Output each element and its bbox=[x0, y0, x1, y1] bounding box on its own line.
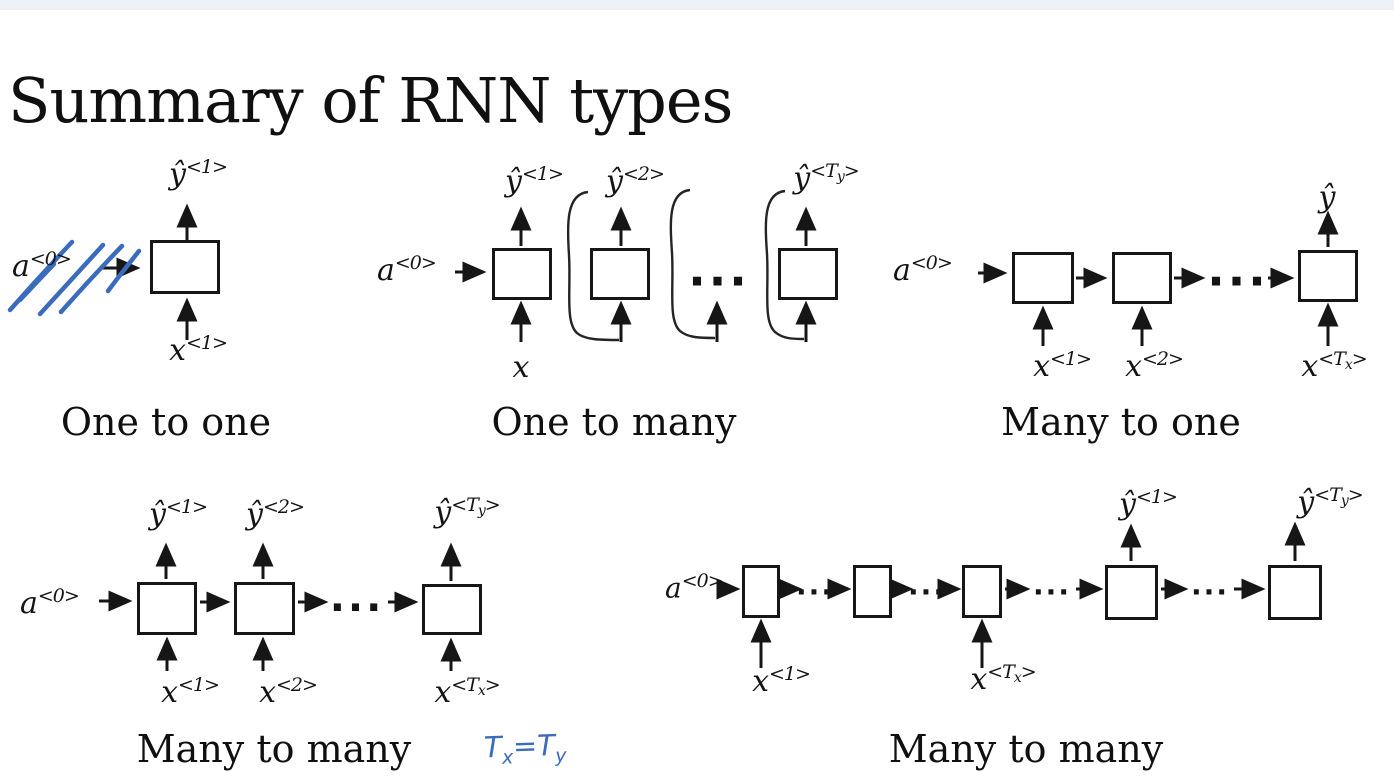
rnn-cell bbox=[422, 584, 482, 635]
label-yhat1: ŷ<1> bbox=[169, 156, 228, 192]
rnn-cell bbox=[590, 248, 650, 300]
label-yhat-ty: ŷ<Ty> bbox=[793, 160, 859, 196]
label-a0: a<0> bbox=[20, 585, 80, 621]
ellipsis: ··· bbox=[796, 575, 834, 609]
caption-one-to-one: One to one bbox=[60, 400, 272, 444]
label-yhat: ŷ bbox=[1318, 180, 1336, 215]
label-a0: a<0> bbox=[893, 252, 953, 288]
window-top-bar bbox=[0, 0, 1394, 10]
label-x-tx: x<Tx> bbox=[1301, 348, 1367, 384]
label-yhat1: ŷ<1> bbox=[1119, 486, 1178, 522]
ellipsis: ··· bbox=[1191, 575, 1229, 609]
rnn-cell bbox=[492, 248, 552, 300]
ellipsis: ··· bbox=[329, 585, 385, 631]
rnn-cell bbox=[1105, 565, 1158, 620]
ellipsis: ··· bbox=[908, 575, 946, 609]
caption-many-to-one: Many to one bbox=[1001, 400, 1241, 444]
rnn-cell bbox=[1012, 252, 1074, 304]
label-yhat1: ŷ<1> bbox=[505, 163, 564, 199]
label-yhat-ty: ŷ<Ty> bbox=[434, 494, 500, 530]
caption-many-to-many-unequal: Many to many bbox=[888, 727, 1164, 771]
slide-title: Summary of RNN types bbox=[8, 63, 733, 137]
caption-many-to-many-equal: Many to many bbox=[136, 727, 412, 771]
label-a0: a<0> bbox=[377, 252, 437, 288]
rnn-cell bbox=[137, 582, 197, 635]
label-a0: a<0> bbox=[12, 248, 72, 284]
rnn-cell bbox=[853, 565, 892, 618]
rnn-cell bbox=[150, 240, 220, 294]
label-x-tx: x<Tx> bbox=[434, 674, 500, 710]
label-x1: x<1> bbox=[169, 332, 228, 368]
label-x-tx: x<Tx> bbox=[970, 661, 1036, 697]
rnn-cell bbox=[1268, 565, 1322, 620]
label-x1: x<1> bbox=[161, 674, 220, 710]
label-a0: a<0> bbox=[665, 570, 724, 605]
ellipsis: ··· bbox=[1207, 254, 1269, 308]
rnn-cell bbox=[1112, 252, 1172, 304]
label-x: x bbox=[512, 350, 530, 385]
label-x2: x<2> bbox=[1125, 348, 1184, 384]
rnn-cell bbox=[742, 565, 780, 618]
label-yhat2: ŷ<2> bbox=[606, 163, 665, 199]
label-x1: x<1> bbox=[752, 663, 811, 699]
label-yhat2: ŷ<2> bbox=[246, 496, 305, 532]
pen-annotation-tx-equals-ty: Tx=Ty bbox=[483, 727, 567, 769]
label-yhat-ty: ŷ<Ty> bbox=[1297, 484, 1363, 520]
rnn-cell bbox=[778, 248, 838, 300]
pen-stroke bbox=[105, 248, 142, 294]
caption-one-to-many: One to many bbox=[491, 400, 737, 444]
ellipsis: ··· bbox=[688, 254, 750, 308]
rnn-cell bbox=[234, 582, 295, 635]
ellipsis: ··· bbox=[1033, 575, 1071, 609]
rnn-cell bbox=[962, 565, 1002, 618]
label-x1: x<1> bbox=[1033, 348, 1092, 384]
rnn-cell bbox=[1298, 250, 1358, 302]
label-x2: x<2> bbox=[259, 674, 318, 710]
label-yhat1: ŷ<1> bbox=[149, 496, 208, 532]
